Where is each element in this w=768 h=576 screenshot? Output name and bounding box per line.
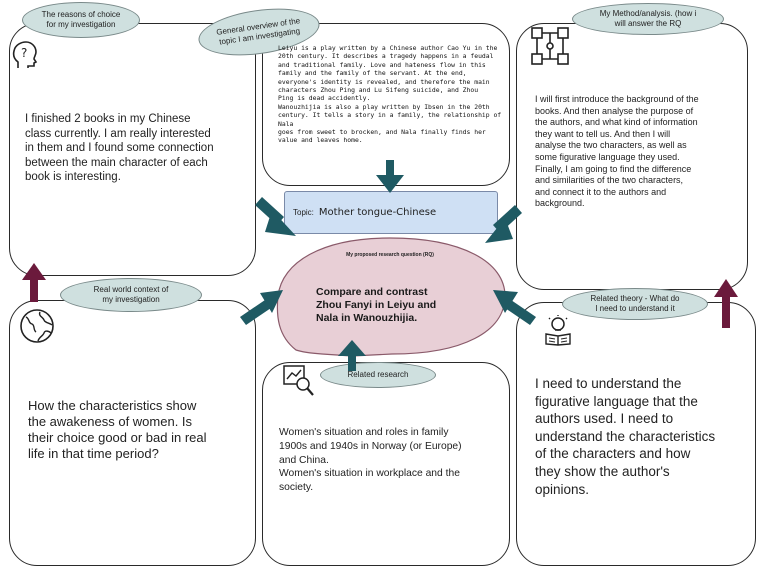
arrow-overview-to-topic: [376, 160, 404, 193]
theory-pill: Related theory - What do I need to under…: [562, 288, 708, 320]
rq-text: Compare and contrast Zhou Fanyi in Leiyu…: [316, 286, 437, 324]
topic-label: Topic:: [293, 208, 314, 217]
lightbulb-book-icon: [545, 315, 571, 346]
research-pill: Related research: [320, 362, 436, 388]
method-text: I will first introduce the background of…: [535, 94, 699, 209]
flowchart-icon: [531, 27, 569, 65]
arrow-reasons-to-center: [255, 197, 296, 236]
svg-text:?: ?: [21, 46, 27, 60]
arrow-theory-to-method: [714, 279, 738, 328]
globe-icon: [20, 309, 54, 343]
topic-box: Topic: Mother tongue-Chinese: [284, 191, 498, 234]
arrow-theory-to-center: [493, 290, 536, 325]
method-pill: My Method/analysis. (how i will answer t…: [572, 3, 724, 35]
reasons-pill: The reasons of choice for my investigati…: [22, 2, 140, 38]
context-pill: Real world context of my investigation: [60, 278, 202, 312]
theory-text: I need to understand the figurative lang…: [535, 376, 716, 497]
reasons-box: [9, 23, 256, 276]
overview-text: Leiyu is a play written by a Chinese aut…: [278, 44, 502, 145]
context-text: How the characteristics show the awakene…: [28, 398, 207, 461]
reasons-text: I finished 2 books in my Chinese class c…: [25, 113, 214, 183]
research-text: Women's situation and roles in family 19…: [279, 427, 462, 494]
research-box: [262, 362, 510, 566]
rq-label: My proposed research question (RQ): [346, 252, 434, 258]
arrow-method-to-center: [485, 205, 522, 243]
arrow-context-to-center: [240, 290, 283, 325]
question-head-icon: ?: [12, 41, 38, 68]
context-box: [9, 300, 256, 566]
overview-box: [262, 23, 510, 186]
theory-box: [516, 302, 756, 566]
magnifier-chart-icon: [283, 365, 314, 396]
arrow-context-to-reasons: [22, 263, 46, 302]
topic-value: Mother tongue-Chinese: [318, 207, 437, 218]
arrow-research-to-center: [338, 340, 366, 371]
